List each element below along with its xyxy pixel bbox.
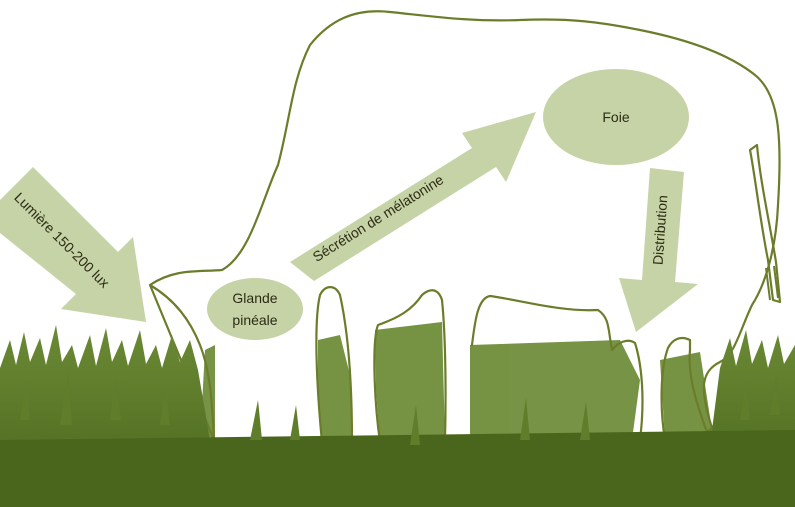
cow-outline — [148, 10, 781, 444]
node-glande-line2: pinéale — [232, 312, 277, 328]
grass-ground — [0, 325, 795, 507]
arrow-secretion-label: Sécrétion de mélatonine — [310, 171, 447, 265]
arrow-distribution: Distribution — [619, 168, 698, 332]
cow-tail-tip — [765, 265, 779, 301]
node-foie-label: Foie — [602, 109, 629, 125]
cow-tail — [748, 143, 782, 304]
leg-grass-fills — [200, 322, 712, 442]
node-glande-pineale: Glande pinéale — [207, 278, 303, 340]
belly-fill — [470, 340, 640, 442]
front-leg-left-fill — [318, 335, 352, 442]
arrow-distribution-label: Distribution — [650, 195, 671, 266]
hind-leg-fill — [660, 352, 712, 440]
node-glande-line1: Glande — [232, 290, 277, 306]
node-foie: Foie — [543, 69, 689, 165]
front-leg-right-fill — [375, 322, 445, 442]
arrow-lumiere: Lumière 150-200 lux — [0, 167, 146, 322]
arrow-secretion: Sécrétion de mélatonine — [290, 112, 536, 281]
